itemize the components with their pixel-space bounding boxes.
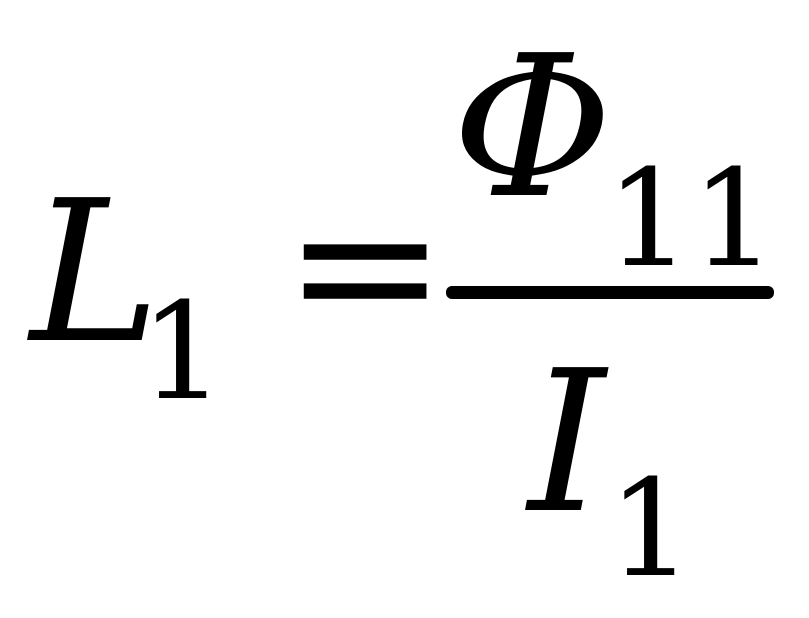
numerator-subscript: 11 <box>606 141 777 297</box>
lhs-subscript: 1 <box>140 274 226 430</box>
equals-sign: = <box>283 152 448 380</box>
fraction-bar <box>446 286 774 299</box>
lhs-symbol: L <box>30 159 161 387</box>
denominator-symbol: I <box>528 329 606 557</box>
numerator-symbol: Φ <box>452 14 613 242</box>
denominator-subscript: 1 <box>608 451 694 607</box>
